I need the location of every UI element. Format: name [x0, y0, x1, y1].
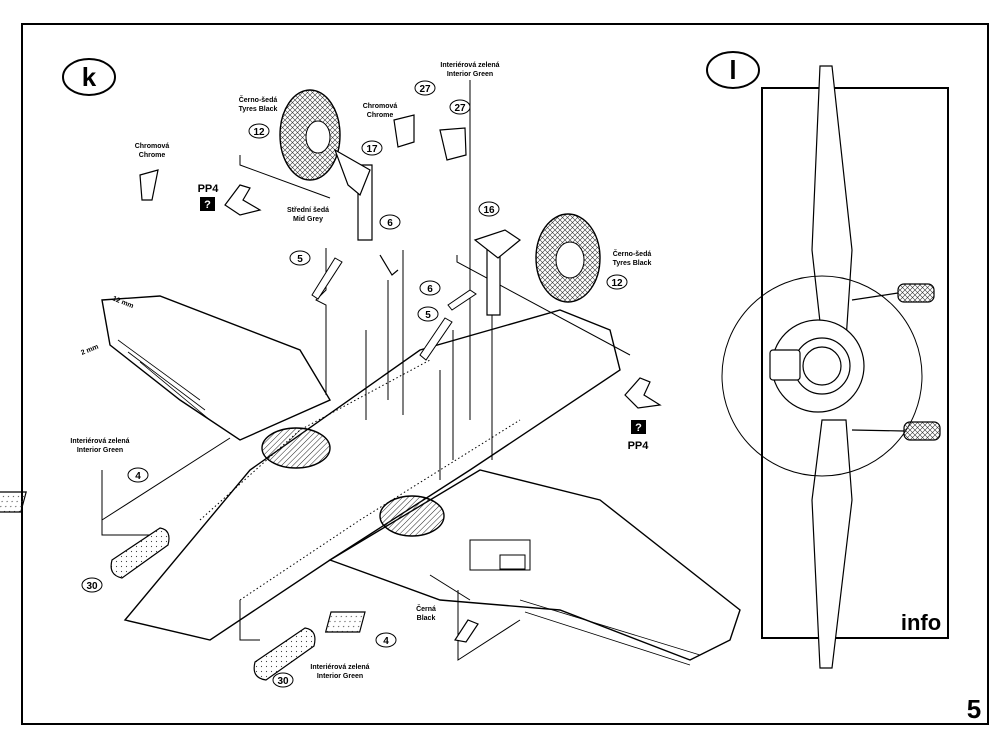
tyres-label-cz-2: Černo-šedá — [613, 249, 652, 258]
chrome-label-en-2: Chrome — [367, 112, 394, 119]
interior-label-en-1: Interior Green — [447, 71, 493, 78]
part-callouts — [81, 80, 628, 688]
interior-label-cz-3: Interiérová zelená — [310, 664, 369, 671]
part-6-a: 6 — [387, 218, 393, 229]
black-part — [454, 619, 479, 643]
dimension-2mm: 2 mm — [80, 344, 100, 357]
gear-door-right — [439, 127, 467, 161]
gear-door-left — [393, 114, 415, 148]
step-k: k — [0, 58, 741, 688]
question-mark-right: ? — [635, 422, 642, 434]
part-4-top — [0, 491, 27, 513]
tyres-label-cz-1: Černo-šedá — [239, 95, 278, 104]
main-gear-left — [279, 89, 415, 300]
tyres-label-en-2: Tyres Black — [613, 260, 652, 267]
part-30-top — [110, 527, 170, 579]
left-wheel-well — [261, 427, 331, 469]
part-4-a: 4 — [135, 471, 141, 482]
chrome-label-cz-2: Chromová — [363, 103, 398, 110]
part-4-bottom — [324, 611, 366, 633]
part-5-a: 5 — [297, 254, 303, 265]
front-tyre-top — [897, 283, 935, 303]
part-5-b: 5 — [425, 310, 431, 321]
part-30-bottom — [253, 627, 316, 681]
front-view-drawing — [721, 65, 941, 669]
part-6-b: 6 — [427, 284, 433, 295]
guide-lines — [101, 80, 631, 661]
page-frame — [21, 23, 989, 725]
step-l-badge — [706, 51, 760, 89]
pp4-label-left: PP4 — [198, 183, 220, 195]
interior-label-cz-1: Interiérová zelená — [440, 62, 499, 69]
main-gear-right — [419, 127, 601, 361]
step-l: l info — [706, 51, 949, 669]
midgrey-label-en: Mid Grey — [293, 216, 323, 223]
question-mark-left: ? — [204, 199, 211, 211]
page-number: 5 — [967, 694, 981, 724]
black-label-cz: Černá — [416, 604, 436, 613]
part-27-b: 27 — [454, 103, 466, 114]
chrome-label-cz-1: Chromová — [135, 143, 170, 150]
wing-assembly-drawing — [101, 295, 741, 666]
part-12-left: 12 — [253, 127, 265, 138]
part-27-a: 27 — [419, 84, 431, 95]
question-box-right — [631, 420, 646, 434]
detail-circle — [721, 275, 923, 477]
part-17: 17 — [366, 144, 378, 155]
step-l-letter: l — [729, 55, 736, 85]
pp4-label-right: PP4 — [628, 440, 650, 452]
step-k-letter: k — [82, 62, 97, 92]
info-label: info — [901, 610, 941, 635]
interior-label-en-2: Interior Green — [77, 447, 123, 454]
part-30-b: 30 — [277, 676, 289, 687]
question-box-left — [200, 197, 215, 211]
interior-label-en-3: Interior Green — [317, 673, 363, 680]
chrome-label-en-1: Chrome — [139, 152, 166, 159]
part-16: 16 — [483, 205, 495, 216]
chrome-part-left — [139, 169, 159, 201]
midgrey-label-cz: Střední šedá — [287, 207, 329, 214]
part-12-right: 12 — [611, 278, 623, 289]
left-wing — [101, 295, 332, 441]
interior-label-cz-2: Interiérová zelená — [70, 438, 129, 445]
black-label-en: Black — [417, 615, 436, 622]
front-tyre-bottom — [903, 421, 941, 441]
pp4-part-left — [224, 184, 262, 216]
part-30-a: 30 — [86, 581, 98, 592]
part-4-b: 4 — [383, 636, 389, 647]
right-wheel-well — [379, 495, 445, 537]
info-panel-frame — [761, 87, 949, 639]
pp4-part-right — [624, 377, 662, 409]
tyres-label-en-1: Tyres Black — [239, 106, 278, 113]
fuselage — [123, 309, 621, 641]
step-k-badge — [62, 58, 116, 96]
